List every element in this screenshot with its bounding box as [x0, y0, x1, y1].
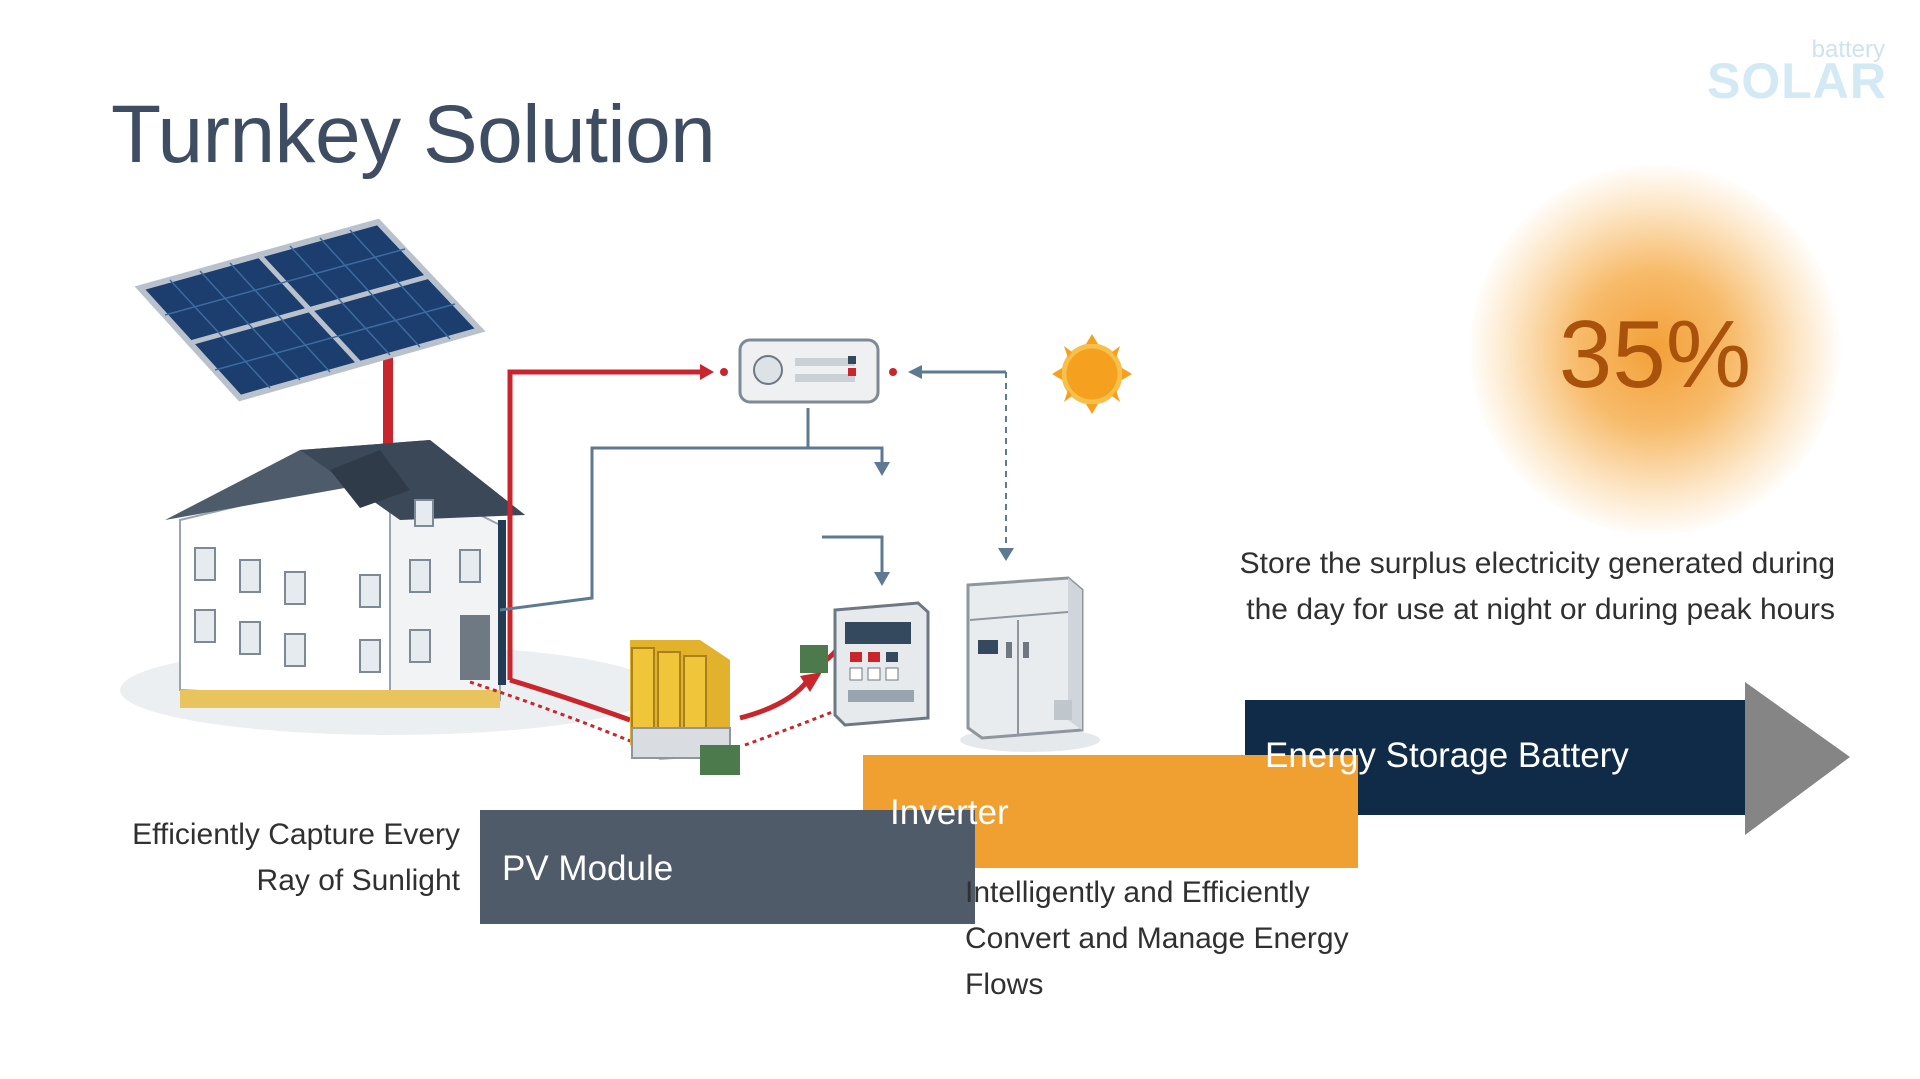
control-cabinet-icon: [800, 601, 930, 727]
pv-step-bar: [480, 810, 975, 924]
battery-step-label: Energy Storage Battery: [1265, 736, 1629, 775]
sun-icon: [1052, 334, 1132, 414]
house-icon: [165, 440, 525, 708]
process-arrow: [480, 682, 1850, 924]
battery-module-icon: [630, 640, 740, 775]
pv-step-label: PV Module: [502, 849, 674, 888]
inverter-icon: [738, 338, 880, 404]
inverter-description: Intelligently and Efficiently Convert an…: [965, 876, 1349, 1001]
page-title: Turnkey Solution: [111, 89, 716, 180]
solar-panel-icon: [134, 218, 486, 450]
pv-description: Efficiently Capture Every Ray of Sunligh…: [132, 818, 460, 897]
battery-description: Store the surplus electricity generated …: [1239, 547, 1835, 626]
stat-percent: 35%: [1558, 301, 1752, 408]
brand-logo: battery SOLAR: [1705, 36, 1895, 109]
logo-small-text: battery: [1811, 36, 1885, 63]
inverter-step-label: Inverter: [890, 793, 1009, 832]
logo-big-text: SOLAR: [1707, 53, 1887, 109]
battery-cabinet-icon: [960, 576, 1100, 752]
stat-glow: [1470, 165, 1840, 535]
flow-lines: [469, 364, 1014, 747]
